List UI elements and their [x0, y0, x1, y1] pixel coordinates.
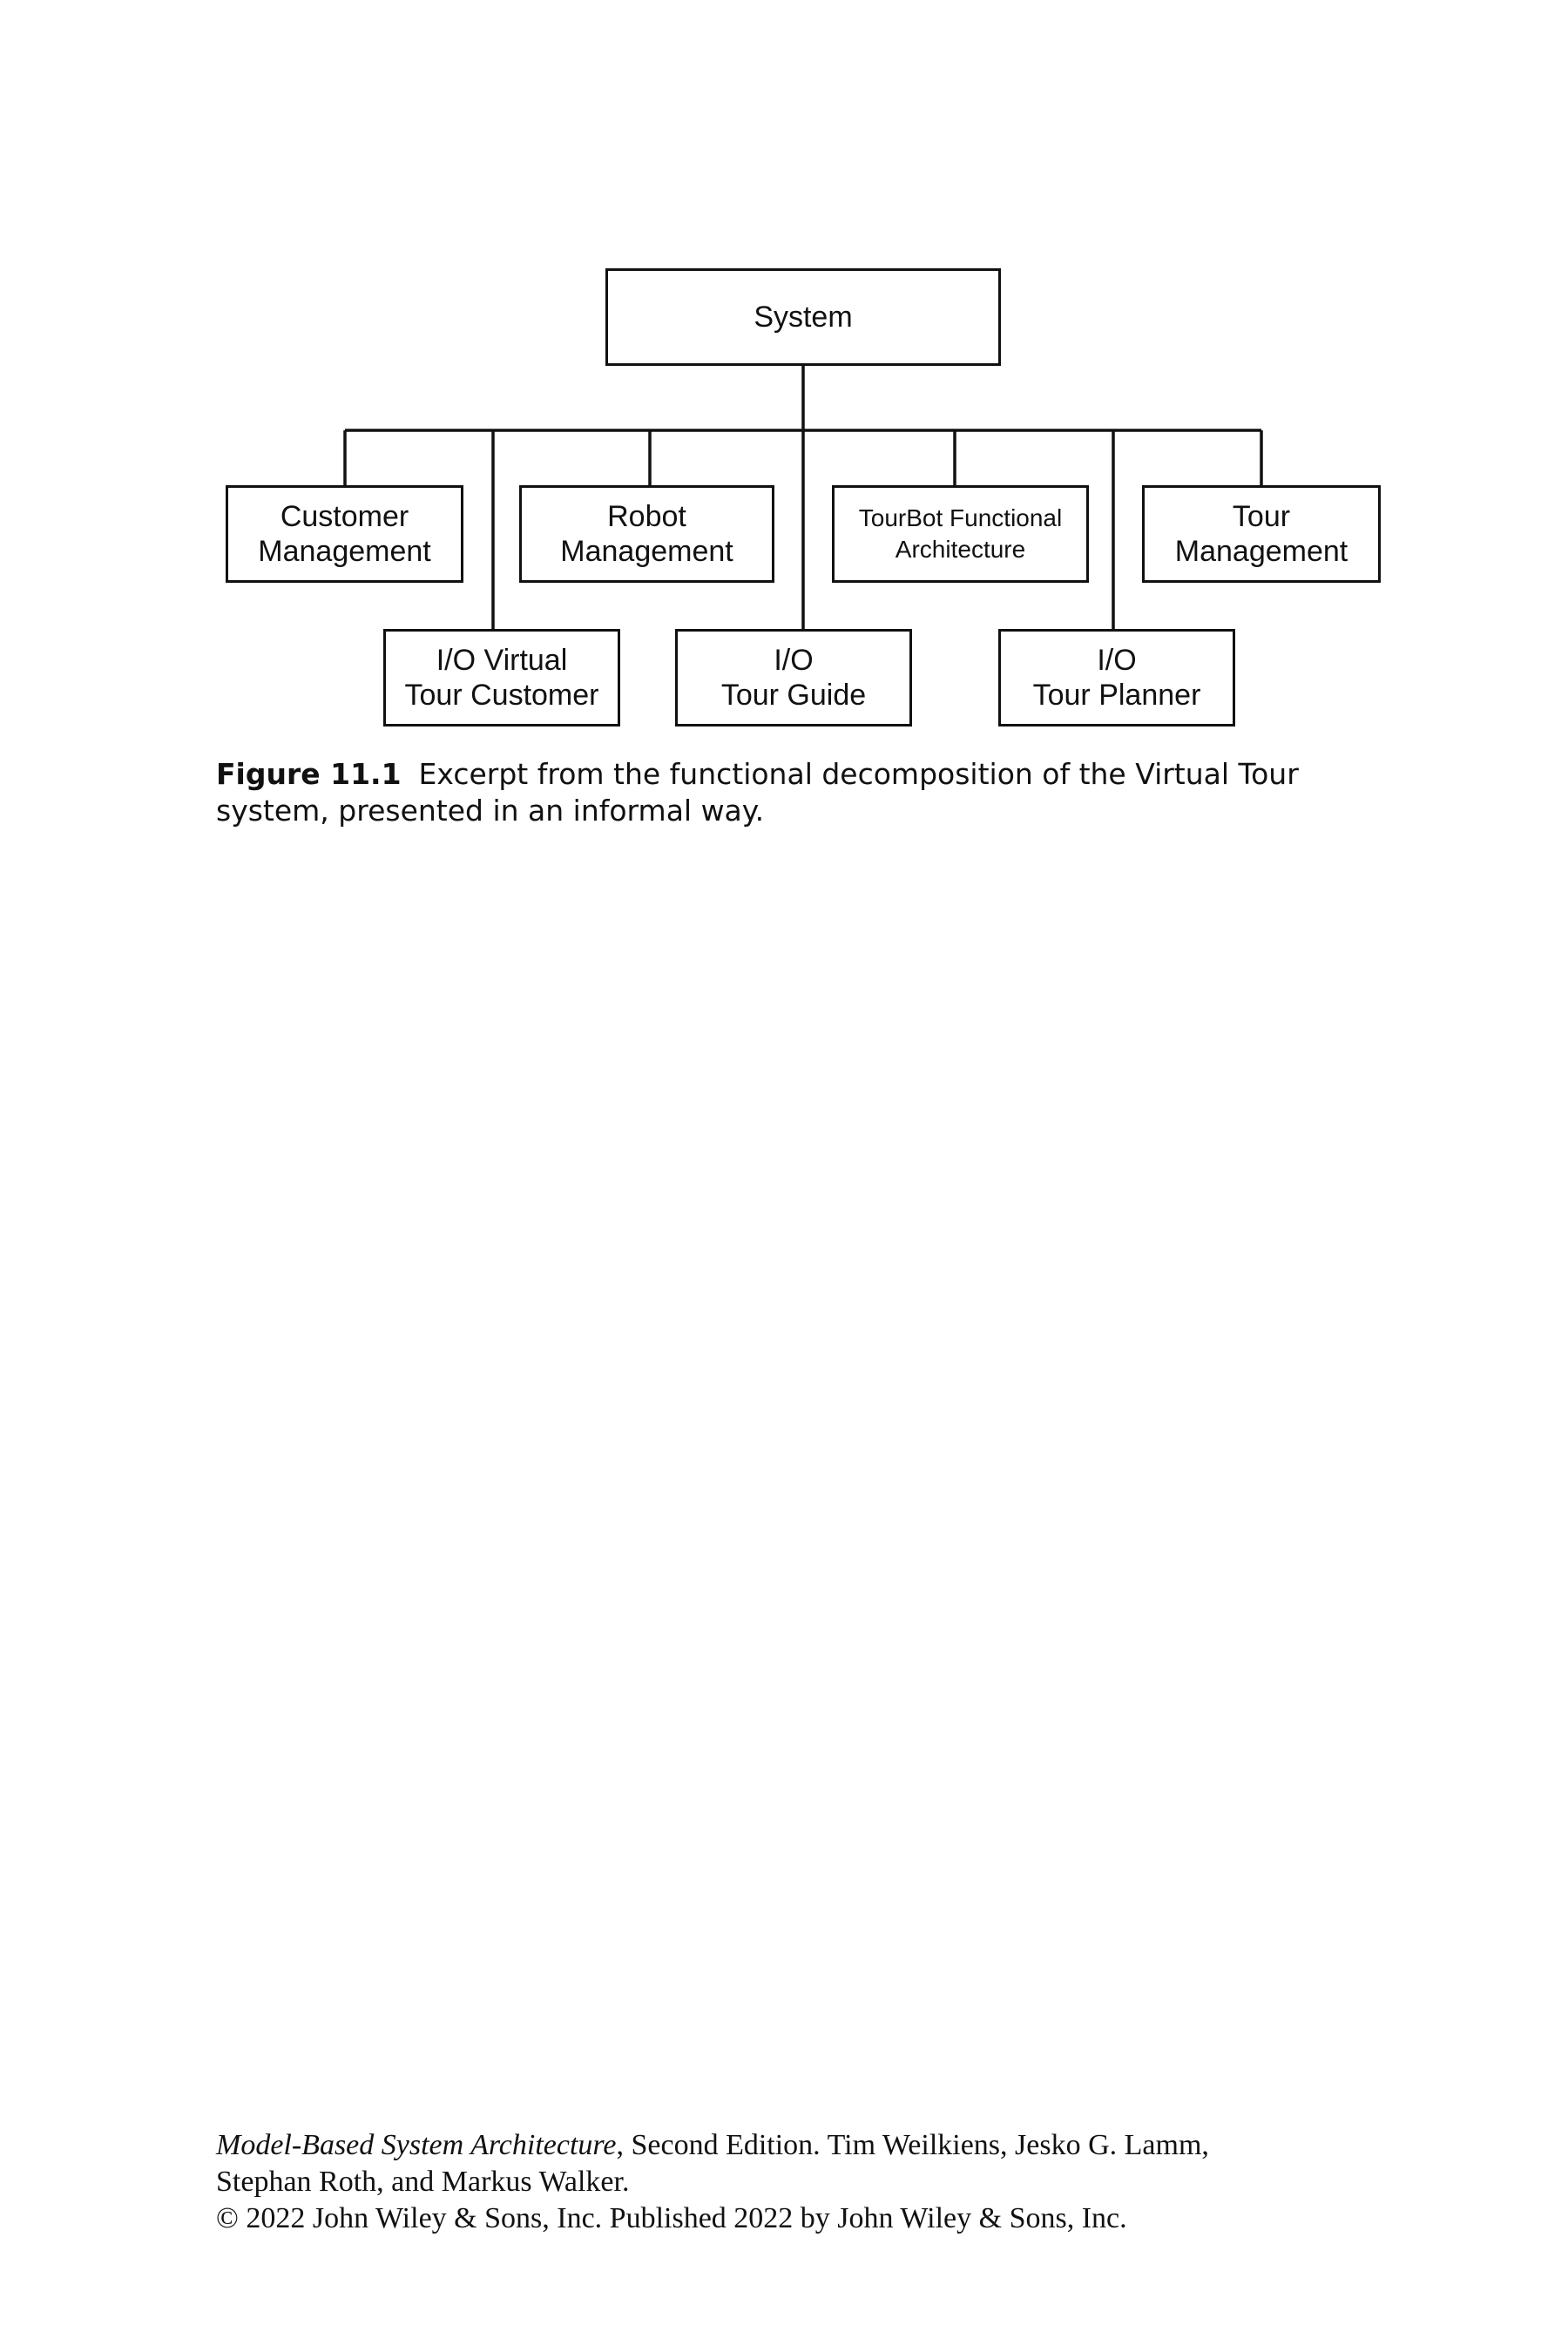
footer-line-1-rest: , Second Edition. Tim Weilkiens, Jesko G… [616, 2129, 1209, 2161]
footer-line-3: © 2022 John Wiley & Sons, Inc. Published… [216, 2202, 1127, 2234]
figure-label: Figure 11.1 [216, 757, 402, 791]
decomposition-diagram: System Customer Management Robot Managem… [0, 0, 1568, 784]
footer-line-2: Stephan Roth, and Markus Walker. [216, 2166, 630, 2198]
system-box: System [605, 268, 1001, 366]
tourbot-functional-architecture-box: TourBot Functional Architecture [832, 485, 1089, 583]
connector-lines [343, 364, 1263, 629]
customer-management-box: Customer Management [226, 485, 463, 583]
caption-text: Excerpt from the functional decompositio… [216, 757, 1299, 828]
robot-management-box: Robot Management [519, 485, 774, 583]
tour-management-box: Tour Management [1142, 485, 1381, 583]
io-tour-guide-box: I/O Tour Guide [675, 629, 912, 727]
io-virtual-tour-customer-box: I/O Virtual Tour Customer [383, 629, 620, 727]
io-tour-planner-box: I/O Tour Planner [998, 629, 1235, 727]
book-title: Model-Based System Architecture [216, 2129, 617, 2161]
copyright-footer: Model-Based System Architecture, Second … [216, 2127, 1348, 2237]
footer-line-1: Model-Based System Architecture, Second … [216, 2127, 1348, 2164]
